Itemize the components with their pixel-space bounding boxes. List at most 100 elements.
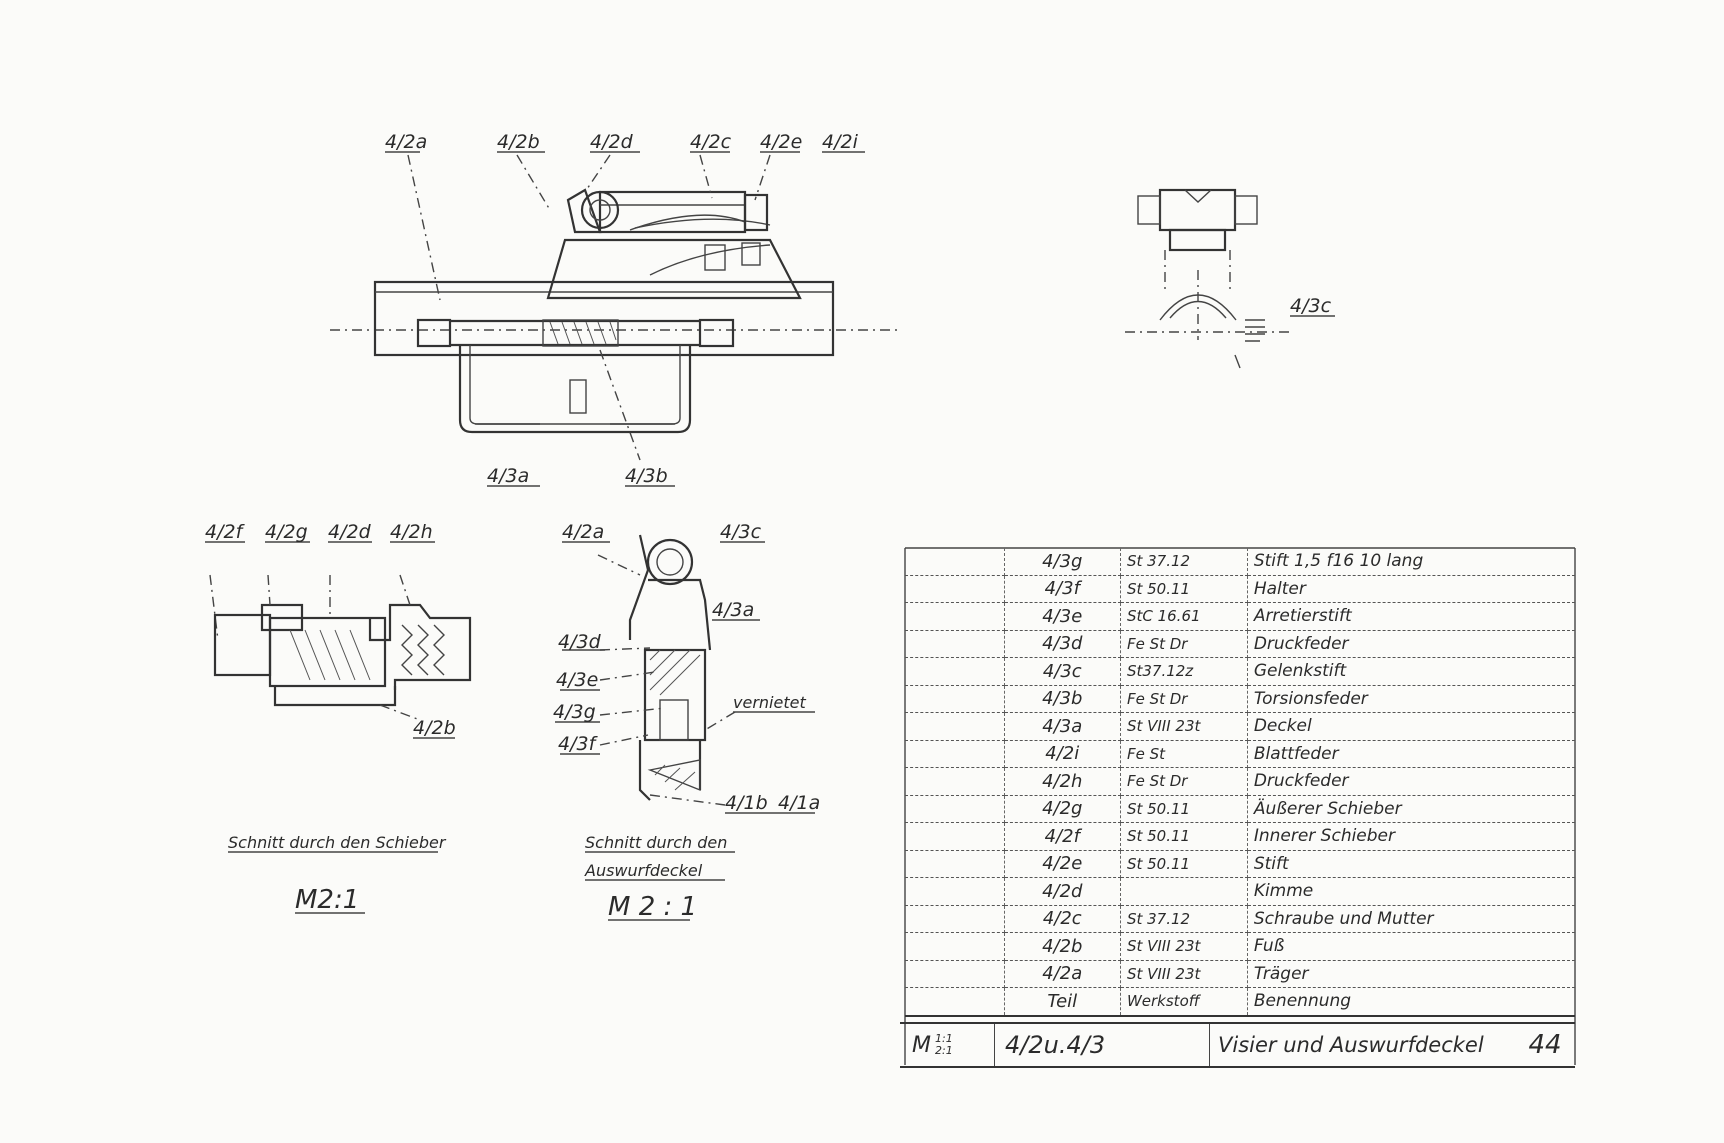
parts-cell-teil: 4/2c bbox=[1004, 905, 1121, 933]
label-4-2g: 4/2g bbox=[265, 521, 308, 543]
side-view: 4/3c bbox=[1125, 188, 1335, 369]
parts-cell-blank bbox=[905, 767, 1005, 796]
parts-cell-werkstoff bbox=[1120, 877, 1248, 906]
label-4-1b: 4/1b bbox=[725, 792, 768, 814]
parts-cell-teil: 4/2f bbox=[1004, 822, 1121, 851]
parts-cell-werkstoff: St 50.11 bbox=[1120, 575, 1248, 603]
parts-cell-teil: 4/2a bbox=[1004, 960, 1121, 988]
parts-cell-benennung: Schraube und Mutter bbox=[1247, 905, 1575, 933]
label-4-3b: 4/3b bbox=[625, 465, 668, 487]
parts-cell-blank bbox=[905, 932, 1005, 961]
parts-cell-werkstoff: Fe St Dr bbox=[1120, 630, 1248, 658]
label-4-3c-side: 4/3c bbox=[1290, 295, 1332, 317]
parts-cell-blank bbox=[905, 712, 1005, 741]
parts-cell-benennung: Halter bbox=[1247, 575, 1575, 603]
parts-cell-werkstoff: St 37.12 bbox=[1120, 548, 1248, 576]
parts-cell-blank bbox=[905, 850, 1005, 878]
parts-cell-werkstoff: Fe St Dr bbox=[1120, 685, 1248, 713]
parts-cell-teil: 4/3d bbox=[1004, 630, 1121, 658]
parts-cell-benennung: Arretierstift bbox=[1247, 602, 1575, 631]
parts-cell-teil: 4/2d bbox=[1004, 877, 1121, 906]
parts-row: 4/2d Kimme bbox=[905, 877, 1575, 906]
parts-cell-benennung: Druckfeder bbox=[1247, 630, 1575, 658]
parts-cell-blank bbox=[905, 602, 1005, 631]
parts-cell-benennung: Innerer Schieber bbox=[1247, 822, 1575, 851]
label-4-2a: 4/2a bbox=[385, 131, 427, 153]
parts-cell-blank bbox=[905, 905, 1005, 933]
label-4-2a-cover: 4/2a bbox=[562, 521, 604, 543]
label-4-2i: 4/2i bbox=[822, 131, 859, 153]
caption-cover-section-1: Schnitt durch den bbox=[585, 833, 727, 852]
parts-cell-blank bbox=[905, 575, 1005, 603]
parts-cell-benennung: Torsionsfeder bbox=[1247, 685, 1575, 713]
scale-cover-section: M 2 : 1 bbox=[608, 892, 697, 922]
parts-cell-benennung: Träger bbox=[1247, 960, 1575, 988]
parts-cell-teil: 4/2b bbox=[1004, 932, 1121, 961]
parts-cell-werkstoff: St VIII 23t bbox=[1120, 932, 1248, 961]
scale-top: 1:1 bbox=[934, 1032, 953, 1045]
section-slide: 4/2f 4/2g 4/2d 4/2h 4/2b Schnitt durch d… bbox=[205, 521, 472, 915]
parts-cell-werkstoff: St VIII 23t bbox=[1120, 960, 1248, 988]
label-4-3c-cover: 4/3c bbox=[720, 521, 762, 543]
title-block-scale: M 1:1 2:1 bbox=[900, 1024, 995, 1066]
parts-cell-teil: Teil bbox=[1004, 987, 1121, 1017]
label-4-1a: 4/1a bbox=[778, 792, 820, 814]
parts-cell-werkstoff: St37.12z bbox=[1120, 657, 1248, 686]
parts-cell-werkstoff: Fe St Dr bbox=[1120, 767, 1248, 796]
sheet-number: 44 bbox=[1528, 1030, 1562, 1060]
parts-cell-blank bbox=[905, 740, 1005, 768]
parts-cell-benennung: Stift bbox=[1247, 850, 1575, 878]
label-4-2d: 4/2d bbox=[590, 131, 634, 153]
top-view: 4/2a 4/2b 4/2d 4/2c 4/2e 4/2i 4/3a 4/3b bbox=[330, 131, 900, 487]
scale-fraction: 1:1 2:1 bbox=[935, 1033, 953, 1057]
scale-prefix: M bbox=[912, 1032, 931, 1058]
label-4-3a: 4/3a bbox=[487, 465, 529, 487]
parts-cell-teil: 4/2g bbox=[1004, 795, 1121, 823]
parts-cell-blank bbox=[905, 822, 1005, 851]
label-4-2f: 4/2f bbox=[205, 521, 246, 543]
label-4-2d-slide: 4/2d bbox=[328, 521, 372, 543]
parts-cell-teil: 4/2e bbox=[1004, 850, 1121, 878]
parts-cell-teil: 4/3f bbox=[1004, 575, 1121, 603]
label-4-3g: 4/3g bbox=[553, 701, 596, 723]
parts-cell-benennung: Fuß bbox=[1247, 932, 1575, 961]
drawing-title: Visier und Auswurfdeckel bbox=[1218, 1033, 1484, 1057]
label-4-2b: 4/2b bbox=[497, 131, 540, 153]
scale-slide-section: M2:1 bbox=[295, 885, 359, 915]
label-vernietet: vernietet bbox=[733, 693, 806, 712]
parts-cell-blank bbox=[905, 795, 1005, 823]
parts-cell-teil: 4/3a bbox=[1004, 712, 1121, 741]
caption-slide-section: Schnitt durch den Schieber bbox=[228, 833, 447, 852]
parts-cell-blank bbox=[905, 987, 1005, 1017]
label-4-3d: 4/3d bbox=[558, 631, 602, 653]
parts-cell-benennung: Deckel bbox=[1247, 712, 1575, 741]
parts-cell-teil: 4/3c bbox=[1004, 657, 1121, 686]
label-4-3f: 4/3f bbox=[558, 733, 599, 755]
parts-cell-blank bbox=[905, 630, 1005, 658]
parts-cell-benennung: Kimme bbox=[1247, 877, 1575, 906]
label-4-2h: 4/2h bbox=[390, 521, 433, 543]
parts-cell-benennung: Druckfeder bbox=[1247, 767, 1575, 796]
scale-bottom: 2:1 bbox=[934, 1044, 953, 1057]
parts-cell-blank bbox=[905, 657, 1005, 686]
section-cover: 4/2a 4/3c 4/3a 4/3d 4/3e 4/3g 4/3f verni… bbox=[553, 521, 820, 922]
label-4-3e: 4/3e bbox=[556, 669, 598, 691]
parts-cell-teil: 4/2h bbox=[1004, 767, 1121, 796]
title-block: M 1:1 2:1 4/2u.4/3 Visier und Auswurfdec… bbox=[900, 1022, 1575, 1068]
parts-cell-blank bbox=[905, 685, 1005, 713]
parts-cell-teil: 4/3e bbox=[1004, 602, 1121, 631]
